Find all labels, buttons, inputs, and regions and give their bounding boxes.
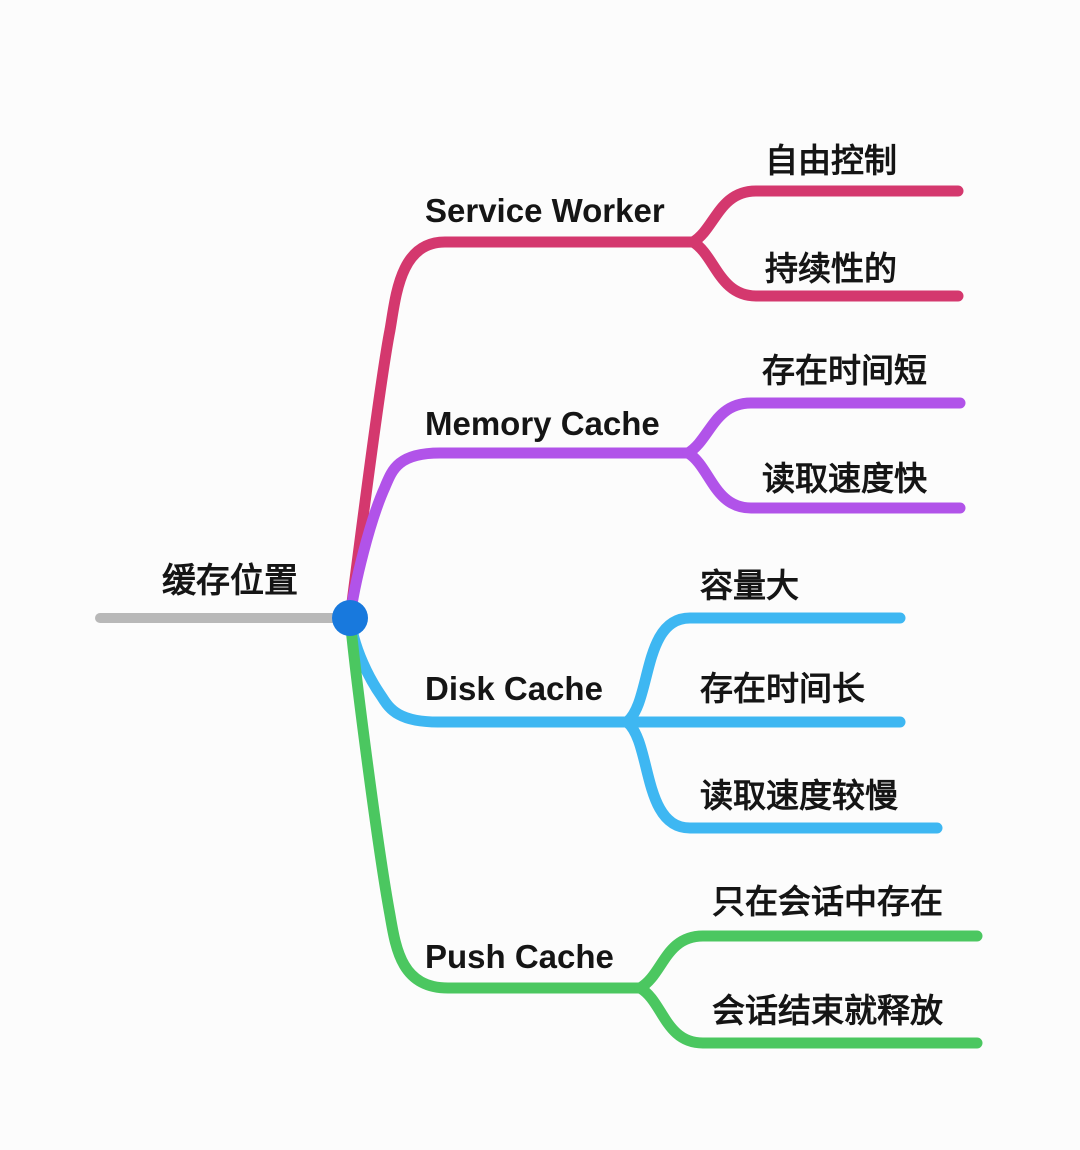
branch-push-cache: Push Cache 只在会话中存在 会话结束就释放 [344, 612, 983, 1049]
child-line-persistent [687, 236, 964, 302]
branch-disk-cache: Disk Cache 容量大 存在时间长 读取速度较慢 [344, 567, 943, 834]
root-node: 缓存位置 [95, 562, 368, 636]
branch-service-worker-label[interactable]: Service Worker [425, 192, 665, 229]
branch-push-cache-line [344, 612, 646, 994]
child-line-session-only [634, 930, 983, 994]
branch-memory-cache: Memory Cache 存在时间短 读取速度快 [344, 352, 966, 624]
child-line-large-capacity [621, 612, 906, 728]
child-line-released-on-session-end [634, 982, 983, 1049]
root-junction-dot[interactable] [332, 600, 368, 636]
root-label[interactable]: 缓存位置 [162, 562, 298, 600]
child-label-long-lifetime[interactable]: 存在时间长 [700, 670, 865, 707]
branch-push-cache-label[interactable]: Push Cache [425, 938, 614, 975]
child-label-session-only[interactable]: 只在会话中存在 [712, 883, 943, 920]
child-line-slower-read [621, 716, 943, 834]
branch-disk-cache-label[interactable]: Disk Cache [425, 670, 603, 707]
branch-service-worker: Service Worker 自由控制 持续性的 [344, 142, 964, 624]
child-line-free-control [687, 185, 964, 248]
child-label-free-control[interactable]: 自由控制 [765, 142, 897, 179]
child-label-large-capacity[interactable]: 容量大 [700, 567, 799, 604]
child-label-fast-read[interactable]: 读取速度快 [762, 460, 928, 497]
child-line-fast-read [682, 447, 966, 514]
branch-memory-cache-line [344, 447, 694, 624]
child-line-short-lifetime [682, 397, 966, 459]
child-label-persistent[interactable]: 持续性的 [765, 250, 897, 287]
child-label-released-on-session-end[interactable]: 会话结束就释放 [712, 992, 944, 1029]
child-label-slower-read[interactable]: 读取速度较慢 [700, 777, 899, 814]
child-label-short-lifetime[interactable]: 存在时间短 [762, 352, 927, 389]
branch-memory-cache-label[interactable]: Memory Cache [425, 405, 660, 442]
